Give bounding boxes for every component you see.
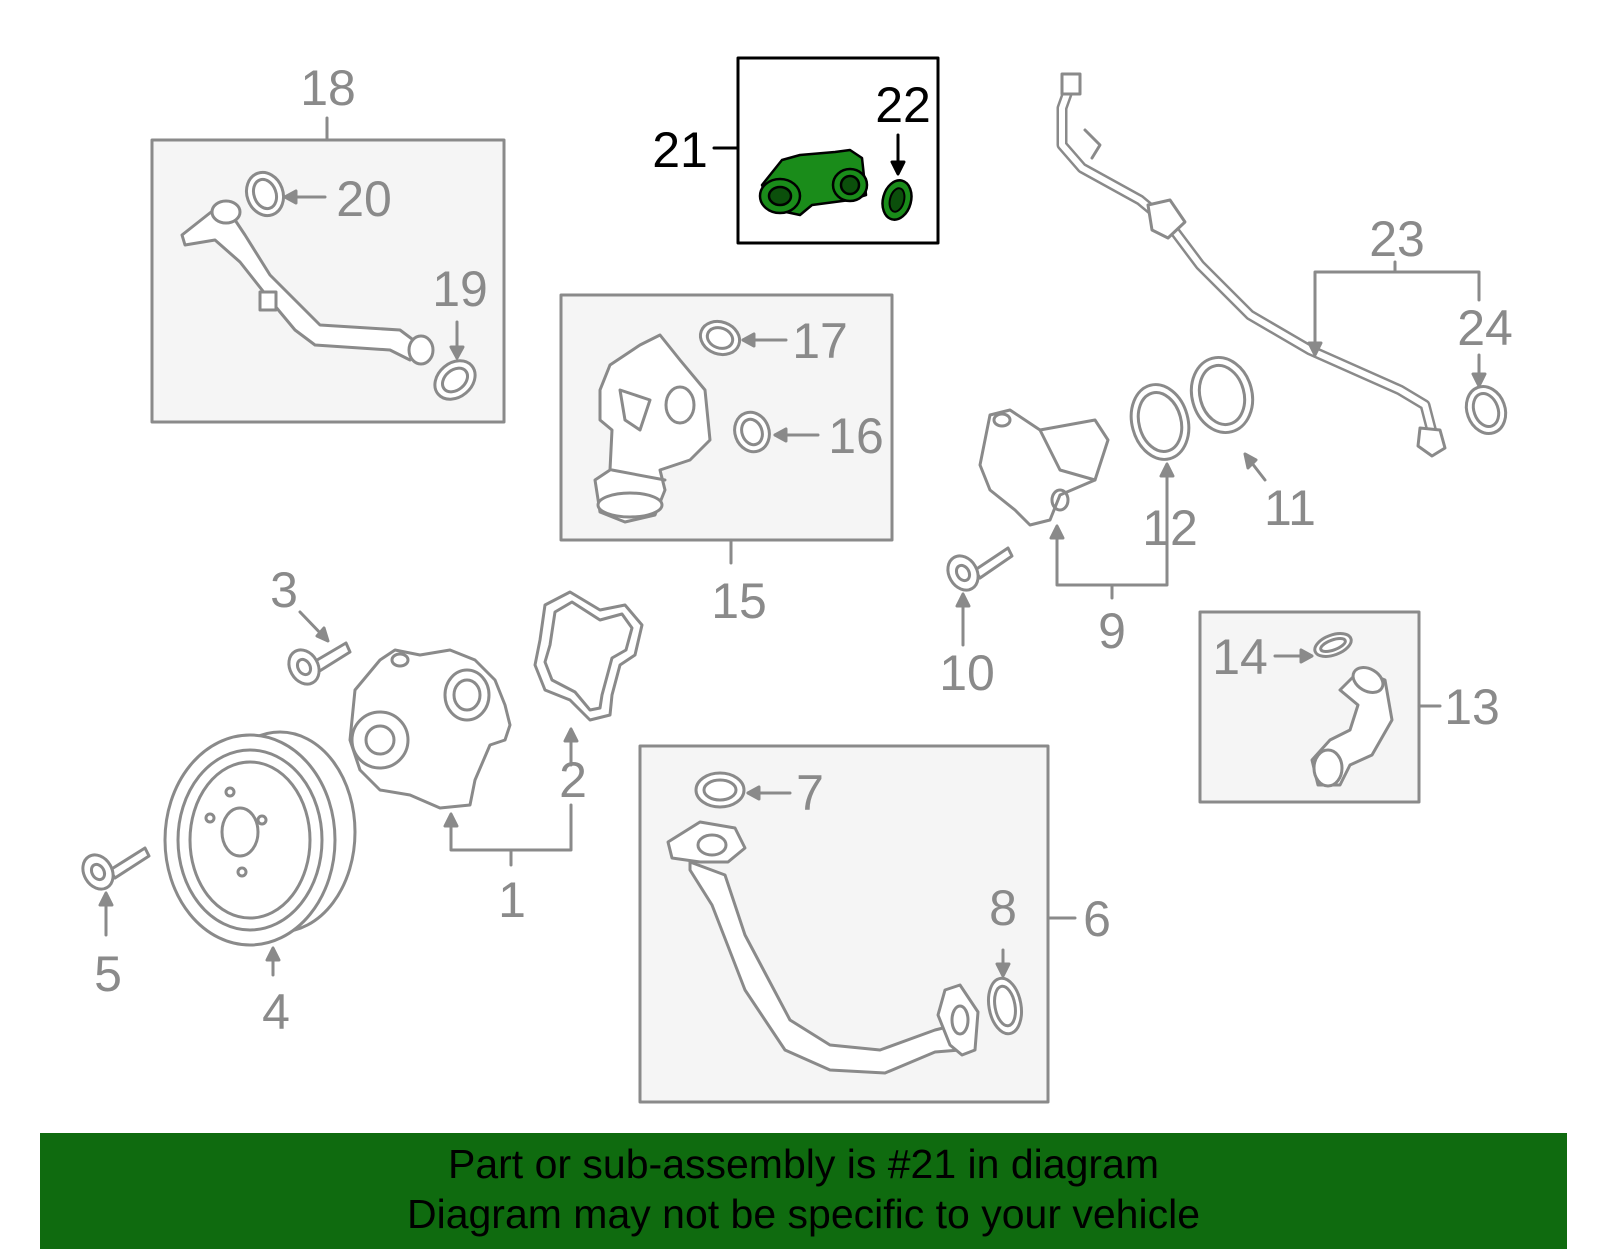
bolt-5 [108, 846, 151, 880]
callout-8: 8 [989, 880, 1017, 936]
pulley-group [81, 730, 357, 977]
info-banner: Part or sub-assembly is #21 in diagram D… [40, 1133, 1567, 1249]
banner-line-disclaimer: Diagram may not be specific to your vehi… [406, 1191, 1200, 1237]
water-outlet-9 [978, 408, 1110, 527]
callout-16: 16 [828, 408, 884, 464]
group-box-18 [150, 116, 506, 424]
group-box-6 [638, 744, 1077, 1104]
callout-4: 4 [262, 984, 290, 1040]
callout-1: 1 [498, 872, 526, 928]
o-ring-7 [694, 771, 746, 809]
callout-24: 24 [1457, 300, 1513, 356]
callout-3: 3 [270, 562, 298, 618]
water-pump-group [287, 590, 644, 867]
callout-5: 5 [94, 946, 122, 1002]
callout-9: 9 [1098, 603, 1126, 659]
gasket-11 [1189, 355, 1255, 435]
callout-10: 10 [939, 645, 995, 701]
pipe-23 [1056, 72, 1508, 458]
callout-15: 15 [711, 573, 767, 629]
callout-20: 20 [336, 171, 392, 227]
callout-11: 11 [1264, 480, 1316, 536]
hose-end-18 [210, 199, 242, 225]
flange-6a [666, 820, 747, 864]
group-box-21 [712, 56, 940, 245]
callout-13: 13 [1444, 679, 1500, 735]
gasket-12 [1129, 383, 1191, 461]
callout-labels: 1 2 3 4 5 6 7 8 9 10 11 12 13 14 15 16 1… [94, 60, 1513, 1040]
callout-12: 12 [1142, 500, 1198, 556]
callout-17: 17 [792, 313, 848, 369]
pulley-4 [163, 733, 337, 947]
group-box-15 [559, 293, 894, 565]
group-box-13 [1198, 610, 1442, 804]
callout-7: 7 [796, 765, 824, 821]
callout-21: 21 [652, 122, 708, 178]
coolant-outlet-21 [758, 148, 869, 217]
flange-6b [936, 983, 980, 1057]
callout-23: 23 [1369, 211, 1425, 267]
callout-14: 14 [1212, 629, 1268, 685]
callout-18: 18 [300, 60, 356, 116]
callout-19: 19 [432, 261, 488, 317]
group-9 [946, 355, 1267, 647]
banner-line-part: Part or sub-assembly is #21 in diagram [448, 1141, 1159, 1187]
parts-diagram: 1 2 3 4 5 6 7 8 9 10 11 12 13 14 15 16 1… [81, 56, 1513, 1104]
callout-22: 22 [875, 77, 931, 133]
callout-2: 2 [559, 752, 587, 808]
callout-6: 6 [1083, 891, 1111, 947]
bolt-10 [973, 546, 1014, 580]
o-ring-24 [1464, 385, 1508, 435]
pump-gasket-2 [533, 590, 644, 722]
